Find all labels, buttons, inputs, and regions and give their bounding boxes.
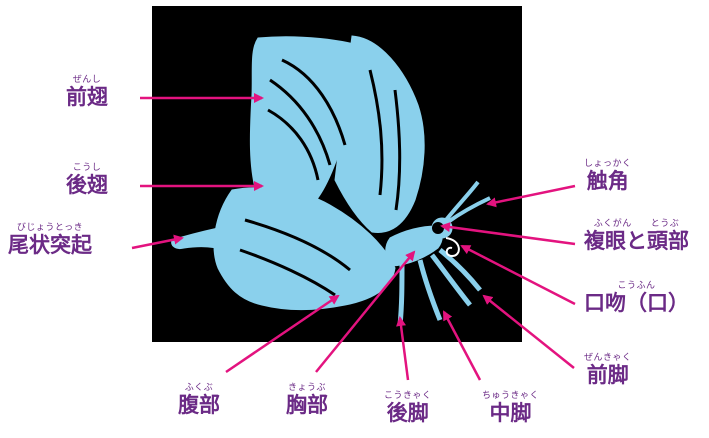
- label-antenna: しょっかく 触角: [584, 160, 632, 192]
- label-midleg: ちゅうきゃく 中脚: [482, 392, 539, 424]
- label-eye-head: ふくがん とうぶ 複眼と頭部: [584, 220, 689, 252]
- label-abdomen: ふくぶ 腹部: [178, 384, 220, 416]
- label-tail: びじょうとっき 尾状突起: [8, 224, 92, 256]
- label-hindwing: こうし 後翅: [66, 164, 108, 196]
- label-foreleg: ぜんきゃく 前脚: [584, 354, 632, 386]
- label-thorax: きょうぶ 胸部: [286, 384, 328, 416]
- label-hindleg: こうきゃく 後脚: [384, 392, 432, 424]
- label-forewing: ぜんし 前翅: [66, 76, 108, 108]
- compound-eye: [432, 222, 444, 234]
- label-proboscis: こうふん 口吻（口）: [584, 282, 689, 314]
